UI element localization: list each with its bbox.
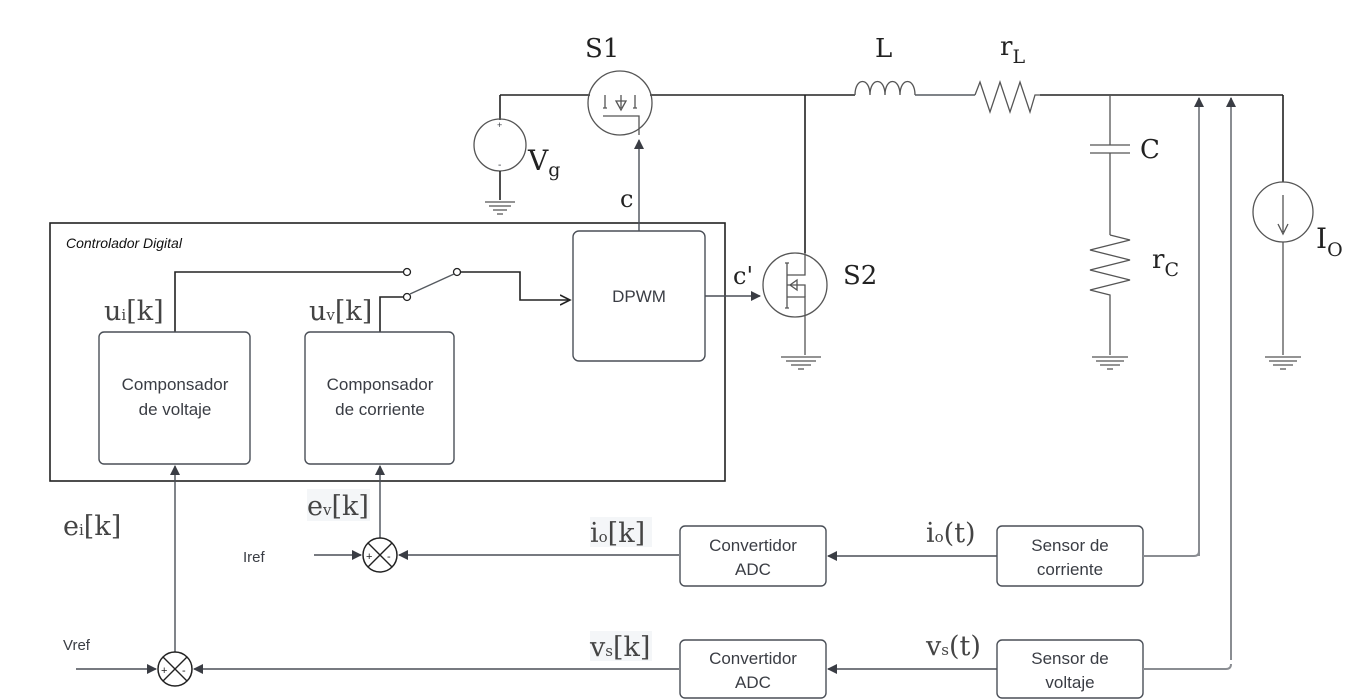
current-comp-line1: Componsador: [327, 375, 434, 394]
voltage-source-vg: + - Vg: [473, 95, 560, 215]
voltage-compensator-block[interactable]: [98, 331, 251, 465]
ground-icon: [1092, 356, 1128, 370]
resistor-rc: rC: [1089, 234, 1179, 370]
power-stage: + - Vg S1 L rL: [473, 32, 1343, 660]
adc-voltage-block[interactable]: [679, 639, 827, 699]
s1-label: S1: [585, 34, 619, 64]
voltage-comp-line2: de voltaje: [139, 400, 212, 419]
io-load-label: IO: [1316, 222, 1343, 261]
svg-text:-: -: [387, 551, 391, 563]
sensor-current-line2: corriente: [1037, 560, 1103, 579]
digital-controller: Controlador Digital c DPWM c' ui[k] uv[k…: [49, 139, 761, 482]
rc-label: rC: [1152, 245, 1179, 281]
adc-current-line1: Convertidor: [709, 536, 797, 555]
wire-sensor-current-tap: [1143, 550, 1200, 557]
capacitor-c: C: [1090, 95, 1160, 235]
ui-label: ui[k]: [104, 296, 164, 327]
wire-uv: [379, 296, 403, 332]
ground-icon: [485, 201, 515, 215]
iref-label: Iref: [243, 549, 266, 566]
ei-label: ei[k]: [63, 511, 121, 542]
svg-text:-: -: [498, 160, 501, 171]
gate-c-label: c: [620, 185, 633, 213]
feedback-paths: ev[k] Iref + - io[k] Convertidor ADC io(…: [63, 465, 1232, 699]
sensor-voltage-line2: voltaje: [1045, 673, 1094, 692]
voltage-comp-line1: Componsador: [122, 375, 229, 394]
inductor-l: L: [854, 34, 916, 96]
s2-label: S2: [843, 261, 877, 291]
svg-text:+: +: [161, 665, 167, 677]
rl-label: rL: [1000, 32, 1025, 68]
switch-lever[interactable]: [409, 273, 455, 295]
adc-current-line2: ADC: [735, 560, 771, 579]
controller-frame: [49, 222, 726, 482]
capacitor-label: C: [1140, 135, 1160, 165]
io-t-label: io(t): [926, 518, 976, 549]
wire-sensor-voltage-tap: [1143, 663, 1232, 670]
io-k-label: io[k]: [590, 518, 645, 549]
sensor-current-line1: Sensor de: [1031, 536, 1109, 555]
adc-voltage-line2: ADC: [735, 673, 771, 692]
wire-ui: [174, 271, 403, 332]
mode-selector-switch[interactable]: [174, 267, 570, 333]
controller-title: Controlador Digital: [66, 235, 183, 251]
vg-label: Vg: [527, 144, 560, 181]
adc-current-block[interactable]: [679, 525, 827, 587]
dpwm-label: DPWM: [612, 287, 666, 306]
resistor-rl: rL: [974, 32, 1040, 115]
gate-c-prime-label: c': [733, 262, 753, 290]
uv-label: uv[k]: [309, 296, 372, 327]
mosfet-s1: S1: [585, 34, 653, 136]
summing-junction-voltage: + -: [157, 651, 193, 687]
svg-text:+: +: [497, 120, 502, 130]
svg-text:+: +: [366, 551, 372, 563]
ev-label: ev[k]: [307, 491, 369, 522]
summing-junction-current: + -: [362, 537, 398, 573]
current-compensator-block[interactable]: [304, 331, 455, 465]
adc-voltage-line1: Convertidor: [709, 649, 797, 668]
current-source-io: IO: [1252, 95, 1343, 370]
vs-k-label: vs[k]: [589, 632, 650, 663]
ground-icon: [1265, 356, 1301, 370]
vref-label: Vref: [63, 637, 91, 654]
mosfet-s2: S2: [762, 252, 877, 370]
wire-switch-dpwm: [461, 271, 570, 300]
current-comp-line2: de corriente: [335, 400, 425, 419]
ground-icon: [781, 356, 821, 370]
vs-t-label: vs(t): [925, 631, 981, 662]
svg-text:-: -: [182, 665, 186, 677]
sensor-voltage-line1: Sensor de: [1031, 649, 1109, 668]
inductor-label: L: [875, 34, 892, 64]
